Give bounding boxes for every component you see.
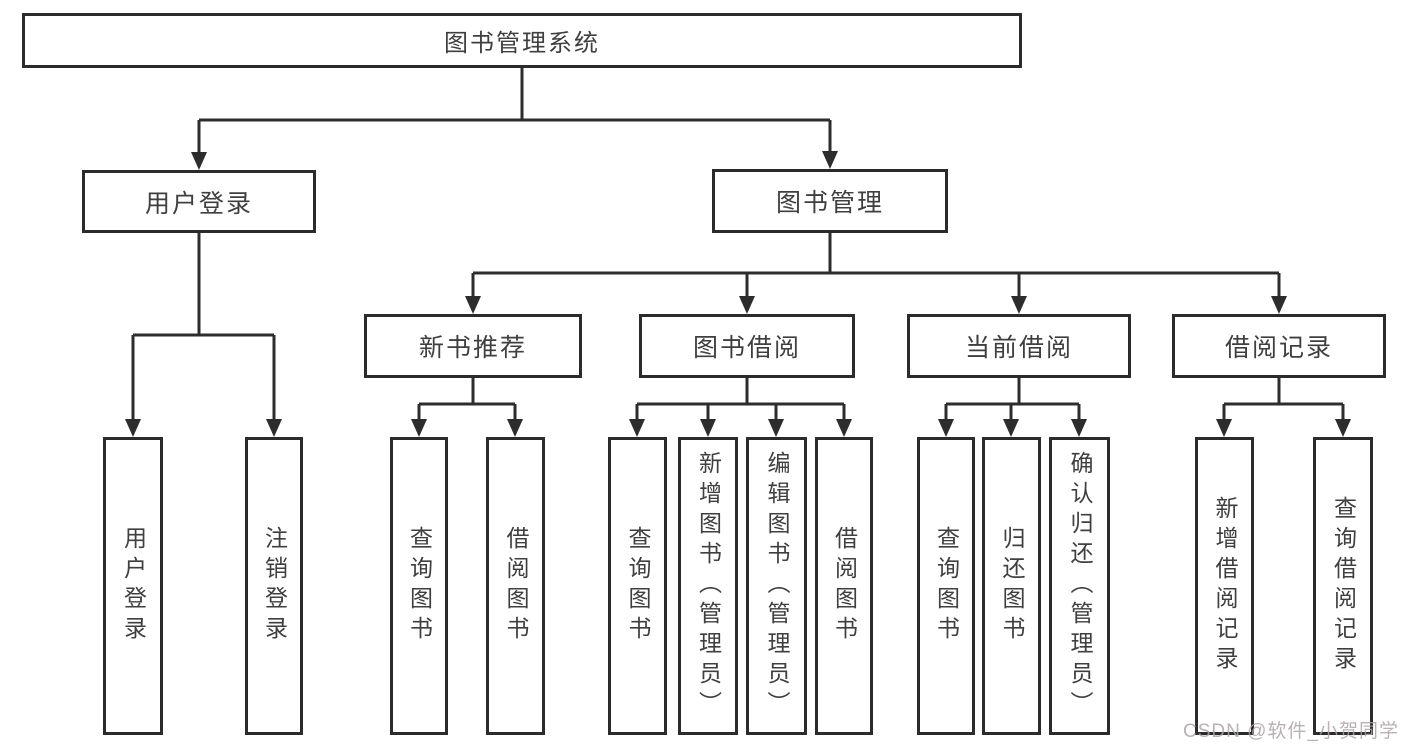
arrow-down-icon: [739, 296, 755, 314]
arrow-down-icon: [266, 419, 282, 437]
arrow-down-icon: [700, 419, 716, 437]
arrow-down-icon: [768, 419, 784, 437]
leaf-return-books: 归还图书: [982, 437, 1041, 735]
leaf-confirm-return-admin: 确认归还（管理员）: [1049, 437, 1110, 735]
edge-user-login: [131, 233, 276, 425]
leaf-edit-book-admin: 编辑图书（管理员）: [746, 437, 807, 735]
leaf-logout: 注销登录: [245, 437, 303, 735]
arrow-down-icon: [1335, 419, 1351, 437]
arrow-down-icon: [465, 296, 481, 314]
node-book-borrowing: 图书借阅: [639, 314, 855, 378]
arrow-down-icon: [1216, 419, 1232, 437]
arrowheads: [125, 151, 1351, 437]
node-borrowing-records: 借阅记录: [1172, 314, 1386, 378]
leaf-query-books-borrowing: 查询图书: [608, 437, 667, 735]
leaf-borrow-books-recommend: 借阅图书: [486, 437, 545, 735]
leaf-query-books-current: 查询图书: [917, 437, 975, 735]
arrow-down-icon: [1011, 296, 1027, 314]
edge-book-borrowing: [635, 378, 846, 425]
leaf-query-borrow-record: 查询借阅记录: [1313, 437, 1373, 735]
leaf-user-login: 用户登录: [103, 437, 163, 735]
arrow-down-icon: [411, 419, 427, 437]
arrow-down-icon: [1271, 296, 1287, 314]
node-library-management-system: 图书管理系统: [22, 13, 1022, 68]
node-new-book-recommend: 新书推荐: [364, 314, 582, 378]
arrow-down-icon: [1071, 419, 1087, 437]
arrow-down-icon: [125, 419, 141, 437]
arrow-down-icon: [822, 151, 838, 169]
arrow-down-icon: [191, 152, 207, 170]
edge-current-borrowing: [944, 378, 1081, 425]
arrow-down-icon: [629, 419, 645, 437]
leaf-add-book-admin: 新增图书（管理员）: [678, 437, 738, 735]
tree-edges: [131, 68, 1345, 425]
leaf-add-borrow-record: 新增借阅记录: [1195, 437, 1254, 735]
edge-book-management: [471, 233, 1281, 302]
edge-borrowing-records: [1222, 378, 1345, 425]
edge-root: [197, 68, 832, 158]
arrow-down-icon: [938, 419, 954, 437]
edge-new-book-recommend: [417, 378, 517, 425]
arrow-down-icon: [507, 419, 523, 437]
node-user-login: 用户登录: [82, 170, 316, 233]
leaf-borrow-books-borrowing: 借阅图书: [815, 437, 873, 735]
node-current-borrowing: 当前借阅: [907, 314, 1131, 378]
leaf-query-books-recommend: 查询图书: [390, 437, 448, 735]
arrow-down-icon: [1003, 419, 1019, 437]
arrow-down-icon: [836, 419, 852, 437]
node-book-management: 图书管理: [712, 169, 948, 233]
